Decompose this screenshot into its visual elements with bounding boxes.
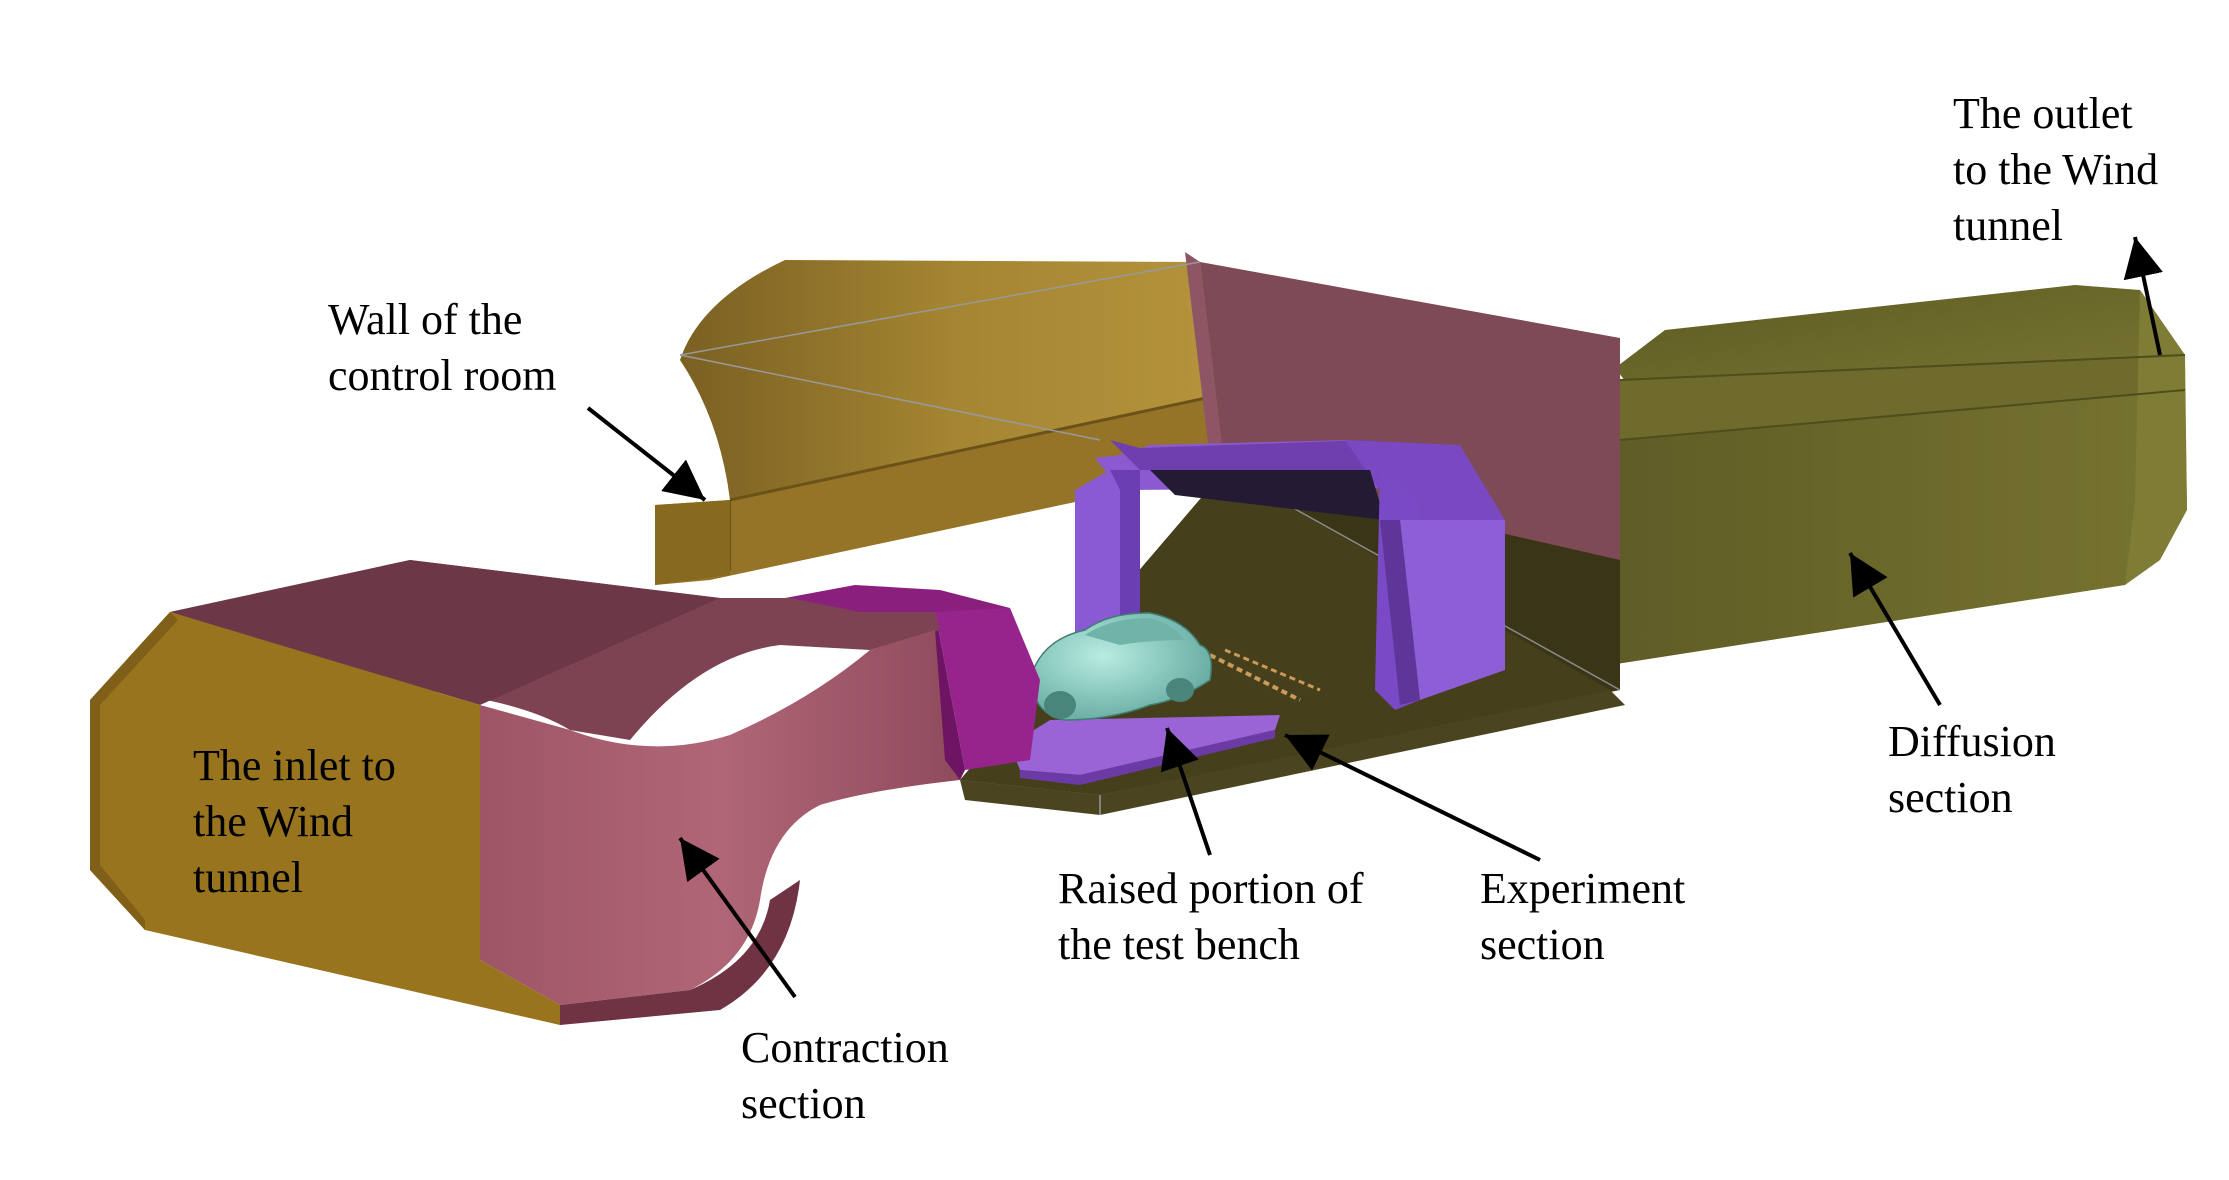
label-raised-line2: the test bench [1058,920,1300,969]
arrow-experiment [1284,733,1541,862]
label-experiment-line2: section [1480,920,1605,969]
label-diffusion-line1: Diffusion [1888,717,2056,766]
arrow-wall [586,406,707,502]
inlet-box [90,612,560,1025]
label-experiment: Experiment section [1480,864,1685,969]
label-inlet-line1: The inlet to [193,741,396,790]
label-raised: Raised portion of the test bench [1058,864,1364,969]
control-room-wall [655,260,1225,585]
label-diffusion-line2: section [1888,773,2013,822]
label-inlet-line2: the Wind [193,797,353,846]
diffusion-top-face [1615,285,2185,400]
label-raised-line1: Raised portion of [1058,864,1364,913]
raised-test-bench [1010,715,1280,785]
label-wall-line2: control room [328,351,557,400]
label-wall-line1: Wall of the [328,295,522,344]
diffusion-side-face [1610,390,2187,665]
label-outlet-line1: The outlet [1953,89,2133,138]
label-contraction-line2: section [741,1079,866,1128]
label-diffusion: Diffusion section [1888,717,2056,822]
label-outlet-line3: tunnel [1953,201,2063,250]
label-outlet-line2: to the Wind [1953,145,2158,194]
arrow-outlet [2123,236,2163,356]
diffusion-upper-band [1620,355,2185,440]
label-inlet: The inlet to the Wind tunnel [193,741,396,902]
wall-front-band [655,395,1225,585]
label-contraction: Contraction section [741,1023,949,1128]
arrows [586,236,2163,999]
car-model [1029,612,1212,721]
diffusion-end-cap [2125,290,2187,585]
label-contraction-line1: Contraction [741,1023,949,1072]
arrow-diffusion [1848,551,1942,707]
wall-curved-surface [680,260,1220,500]
inlet-face [90,612,560,1025]
label-inlet-line3: tunnel [193,853,303,902]
label-experiment-line1: Experiment [1480,864,1685,913]
diffusion-section [1610,285,2187,665]
label-outlet: The outlet to the Wind tunnel [1953,89,2158,250]
contraction-section [170,560,960,1025]
arrow-raised [1160,727,1212,856]
label-wall: Wall of the control room [328,295,557,400]
arrow-contraction [678,836,797,999]
